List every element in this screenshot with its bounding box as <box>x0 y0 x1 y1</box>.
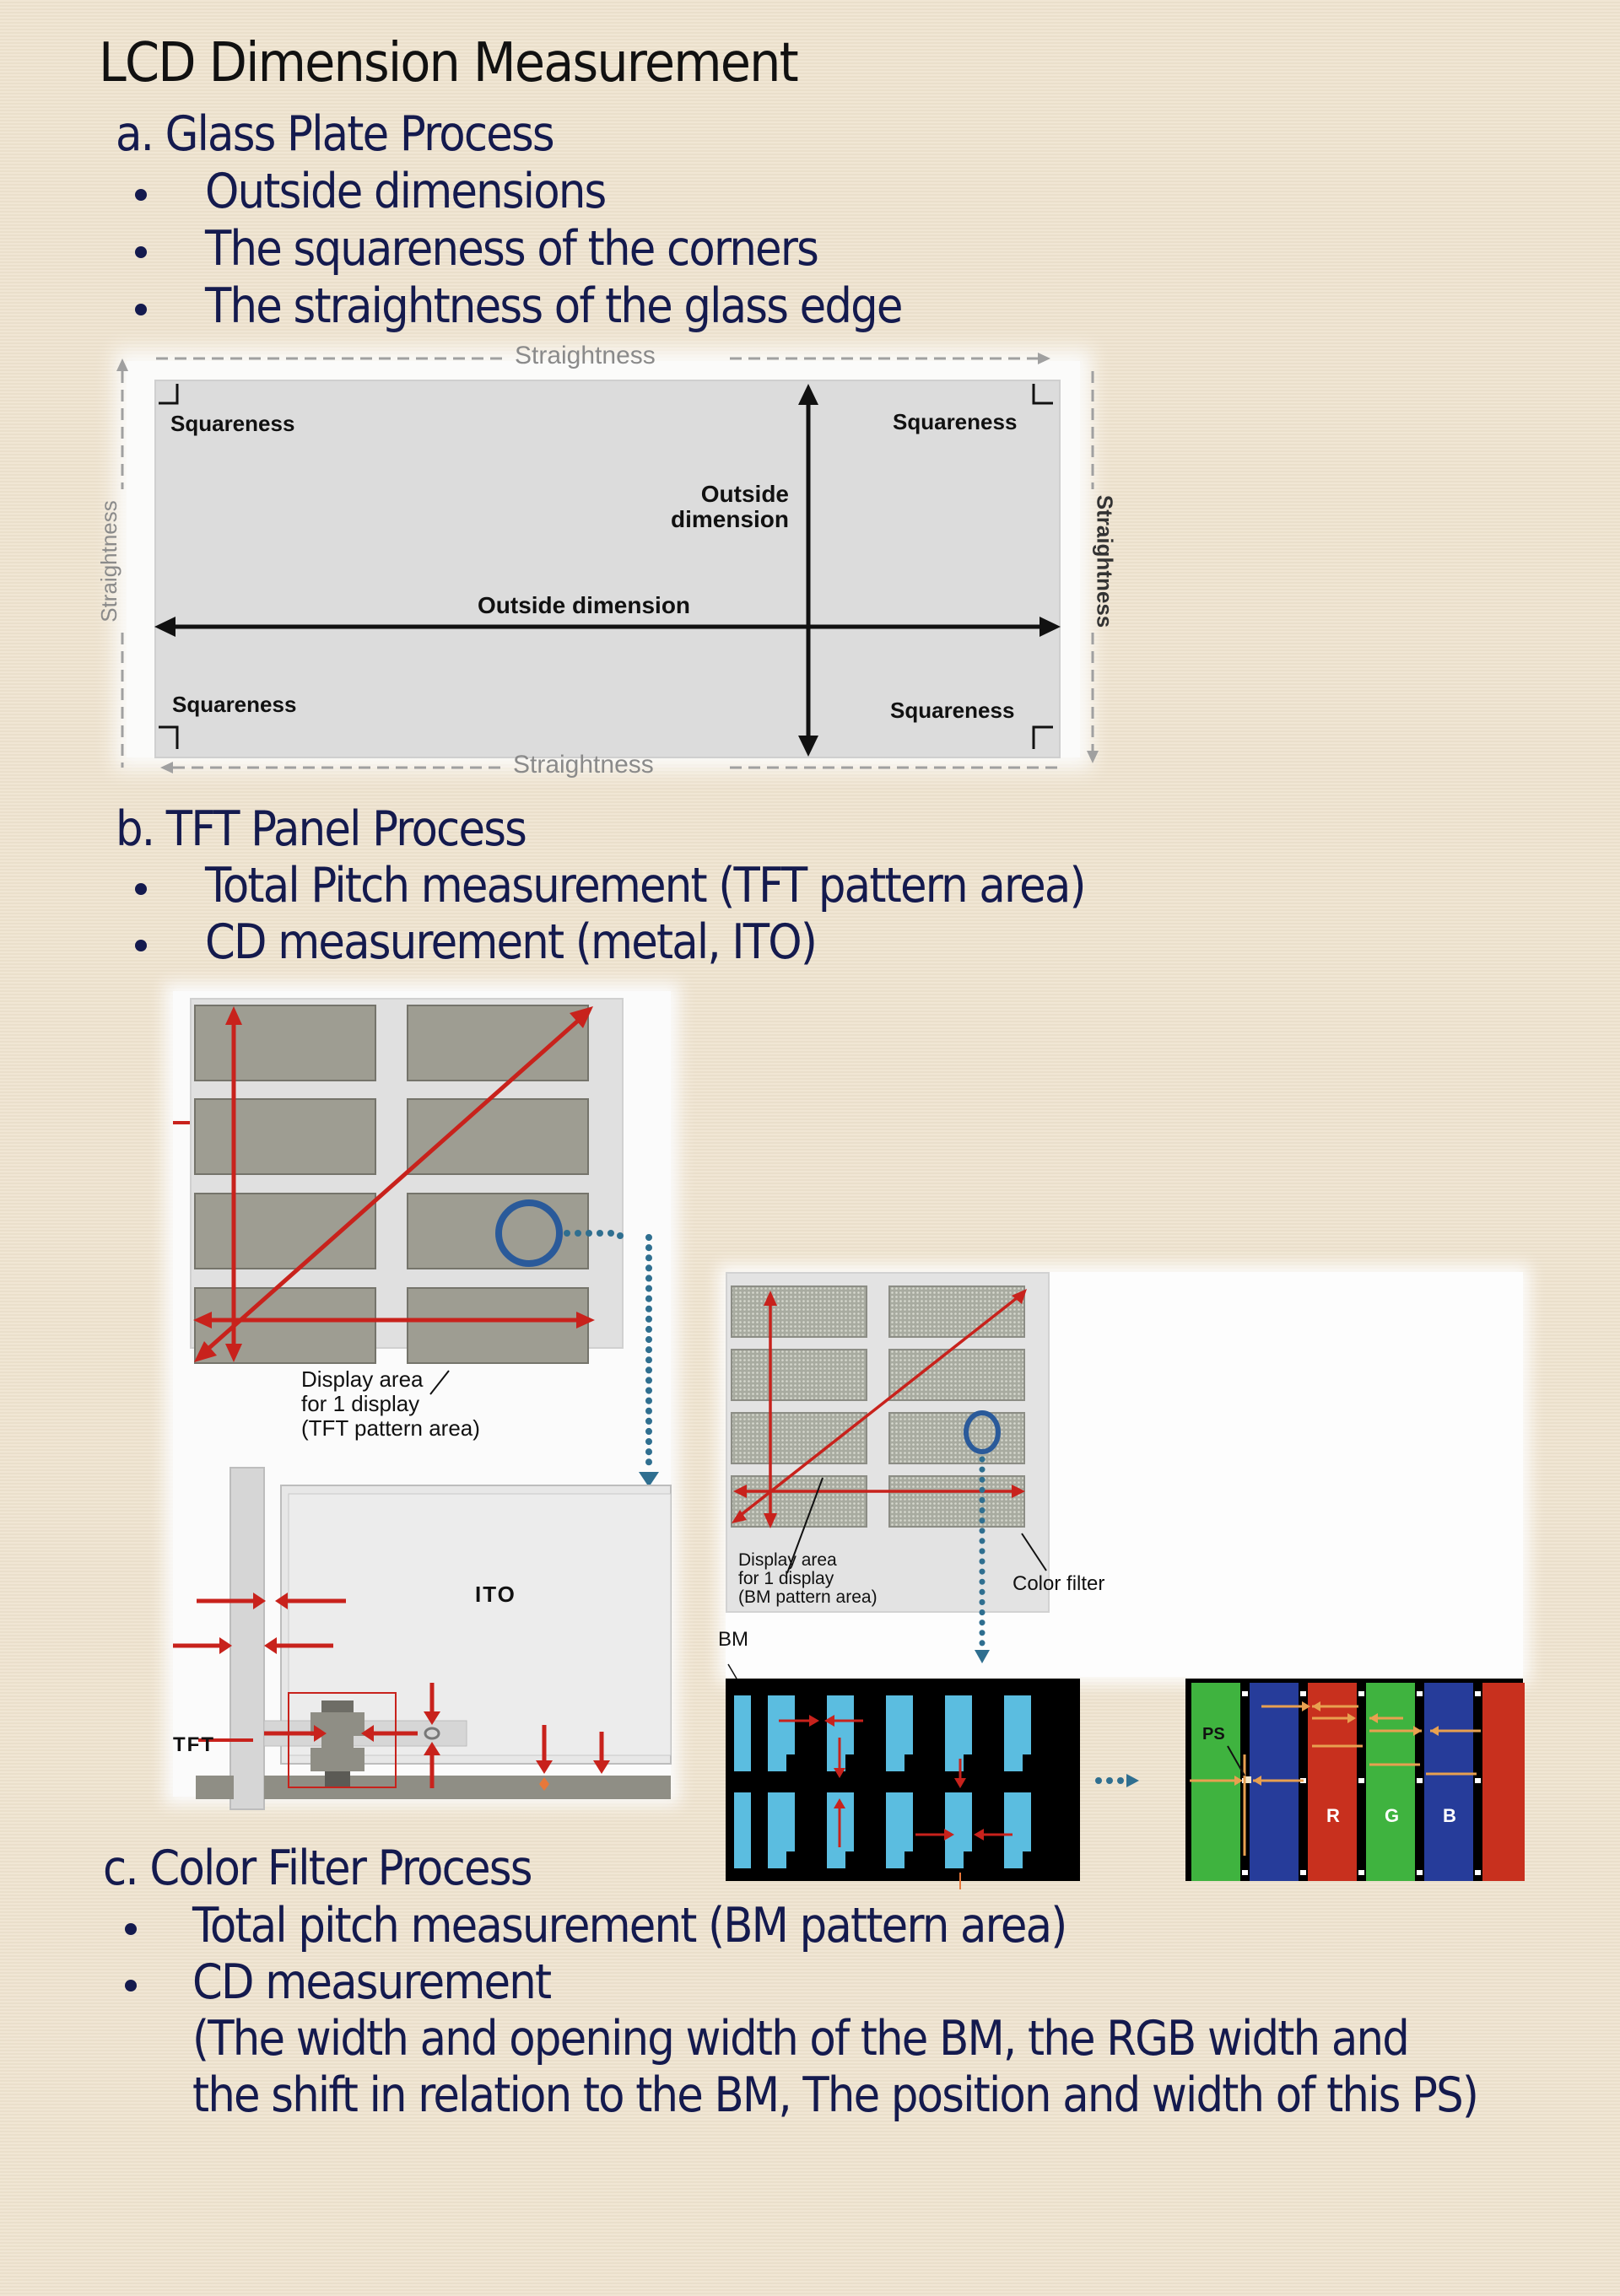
tft-label: TFT <box>173 1733 215 1756</box>
tft-panel-diagram: Display area for 1 display (TFT pattern … <box>173 991 679 1810</box>
straightness-right-label: Straightness <box>1092 494 1118 628</box>
tft-diagram-graphics <box>173 1005 672 1810</box>
section-c-note-line-1: (The width and opening width of the BM, … <box>192 2011 1410 2067</box>
section-c-bullet-2: CD measurement <box>192 1954 552 2010</box>
bullet-icon <box>135 940 147 951</box>
section-a-bullet-2: The squareness of the corners <box>205 221 819 277</box>
section-a-bullet-1: Outside dimensions <box>205 164 607 219</box>
section-c-bullet-1: Total pitch measurement (BM pattern area… <box>192 1898 1067 1954</box>
straightness-top-label: Straightness <box>515 342 656 369</box>
tft-display-area-label-1: Display area <box>301 1366 424 1392</box>
cf-display-area-label-1: Display area <box>738 1550 837 1570</box>
outside-dimension-horizontal-label: Outside dimension <box>478 592 691 618</box>
section-b-bullet-1: Total Pitch measurement (TFT pattern are… <box>205 858 1087 914</box>
section-a-heading: a. Glass Plate Process <box>116 106 555 162</box>
cf-diagram-graphics <box>726 1285 1525 1889</box>
section-c-note-line-2: the shift in relation to the BM, The pos… <box>192 2067 1479 2123</box>
r-label: R <box>1326 1805 1340 1826</box>
glass-plate <box>154 380 1061 758</box>
cf-display-area-label-3: (BM pattern area) <box>738 1587 878 1607</box>
outside-dimension-vertical-label-2: dimension <box>670 506 789 532</box>
bullet-icon <box>135 883 147 895</box>
cd-arrows <box>173 1593 610 1791</box>
outside-dimension-vertical-label-1: Outside <box>700 481 789 507</box>
section-a-bullet-3: The straightness of the glass edge <box>205 278 903 334</box>
bullet-icon <box>125 1923 137 1935</box>
squareness-top-left-label: Squareness <box>170 411 295 436</box>
tft-display-area-label-2: for 1 display <box>301 1391 420 1416</box>
section-b-heading: b. TFT Panel Process <box>116 801 527 857</box>
bullet-icon <box>125 1980 137 1991</box>
bullet-icon <box>135 304 147 315</box>
squareness-top-right-label: Squareness <box>893 409 1018 434</box>
glass-plate-diagram: Straightness Straightness Straightness S… <box>96 342 1118 779</box>
squareness-bottom-right-label: Squareness <box>890 698 1015 723</box>
ito-label: ITO <box>475 1582 516 1607</box>
g-label: G <box>1385 1805 1400 1826</box>
section-c-heading: c. Color Filter Process <box>103 1841 532 1896</box>
b-label: B <box>1443 1805 1456 1826</box>
straightness-bottom-label: Straightness <box>513 751 654 779</box>
bullet-icon <box>135 246 147 258</box>
ps-label: PS <box>1202 1725 1225 1744</box>
straightness-left-label: Straightness <box>95 500 122 623</box>
bm-label: BM <box>718 1628 748 1651</box>
cf-display-area-label-2: for 1 display <box>738 1569 834 1588</box>
glass-diagram-lines <box>116 353 1099 773</box>
squareness-bottom-left-label: Squareness <box>172 692 297 717</box>
section-b-bullet-2: CD measurement (metal, ITO) <box>205 914 818 970</box>
page-title: LCD Dimension Measurement <box>99 32 799 94</box>
color-filter-diagram: Display area for 1 display (BM pattern a… <box>718 1265 1531 1889</box>
tft-display-area-label-3: (TFT pattern area) <box>301 1415 480 1441</box>
bullet-icon <box>135 189 147 201</box>
color-filter-label: Color filter <box>1012 1572 1105 1595</box>
